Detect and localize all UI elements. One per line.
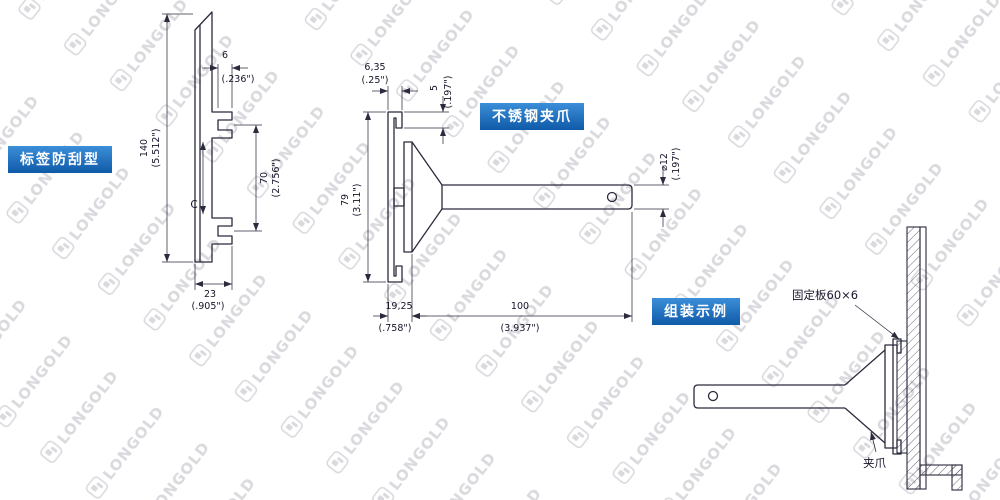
dim-jaw-height-in: (3.11") bbox=[352, 184, 363, 217]
assembly-wall-section bbox=[896, 226, 963, 491]
assembly-leader-lines bbox=[854, 304, 900, 453]
dim-step-mm: 5 bbox=[429, 85, 440, 91]
dim-height-in: (5.512") bbox=[151, 129, 162, 168]
jaw-drawing: 6,35 (.25") 5 (.197") 79 (3.11") ⌀12 (.1… bbox=[340, 62, 682, 334]
dim-base-in: (.905") bbox=[192, 301, 225, 312]
assembly-drawing: 固定板60×6 夹爪 bbox=[693, 226, 963, 491]
label-profile-dimension-lines bbox=[162, 13, 262, 290]
dim-dia-in: (.197") bbox=[671, 148, 682, 181]
dim-depth-mm: 6 bbox=[222, 50, 228, 61]
dim-lip-in: (.25") bbox=[362, 75, 389, 86]
jaw-dimension-lines bbox=[363, 86, 669, 322]
jaw-label: 夹爪 bbox=[863, 456, 886, 470]
badge-anti-scratch: 标签防刮型 bbox=[8, 146, 112, 173]
fixing-plate-label: 固定板60×6 bbox=[792, 288, 858, 302]
jaw-outline bbox=[387, 111, 633, 283]
dim-c-label: C bbox=[190, 199, 197, 211]
dim-step-in: (.197") bbox=[443, 76, 454, 109]
dim-height-mm: 140 bbox=[139, 139, 150, 157]
dim-dia: ⌀12 bbox=[659, 153, 670, 171]
dim-offset-mm: 19,25 bbox=[385, 301, 412, 312]
badge-stainless-jaw: 不锈钢夹爪 bbox=[480, 103, 584, 130]
dim-lip-mm: 6,35 bbox=[364, 62, 385, 73]
dim-pitch-mm: 70 bbox=[259, 172, 270, 184]
dim-offset-in: (.758") bbox=[379, 323, 412, 334]
dim-jaw-height-mm: 79 bbox=[340, 194, 351, 206]
dim-rod-mm: 100 bbox=[511, 301, 529, 312]
dim-depth-in: (.236") bbox=[222, 74, 255, 85]
label-profile-drawing: 140 (5.512") 70 (2.756") 6 (.236") C 23 … bbox=[139, 11, 282, 312]
assembly-jaw-outline bbox=[693, 338, 902, 455]
dim-rod-in: (3.937") bbox=[501, 323, 540, 334]
badge-assembly-example: 组装示例 bbox=[652, 298, 740, 325]
dim-base-mm: 23 bbox=[204, 289, 216, 300]
dim-pitch-in: (2.756") bbox=[271, 159, 282, 198]
